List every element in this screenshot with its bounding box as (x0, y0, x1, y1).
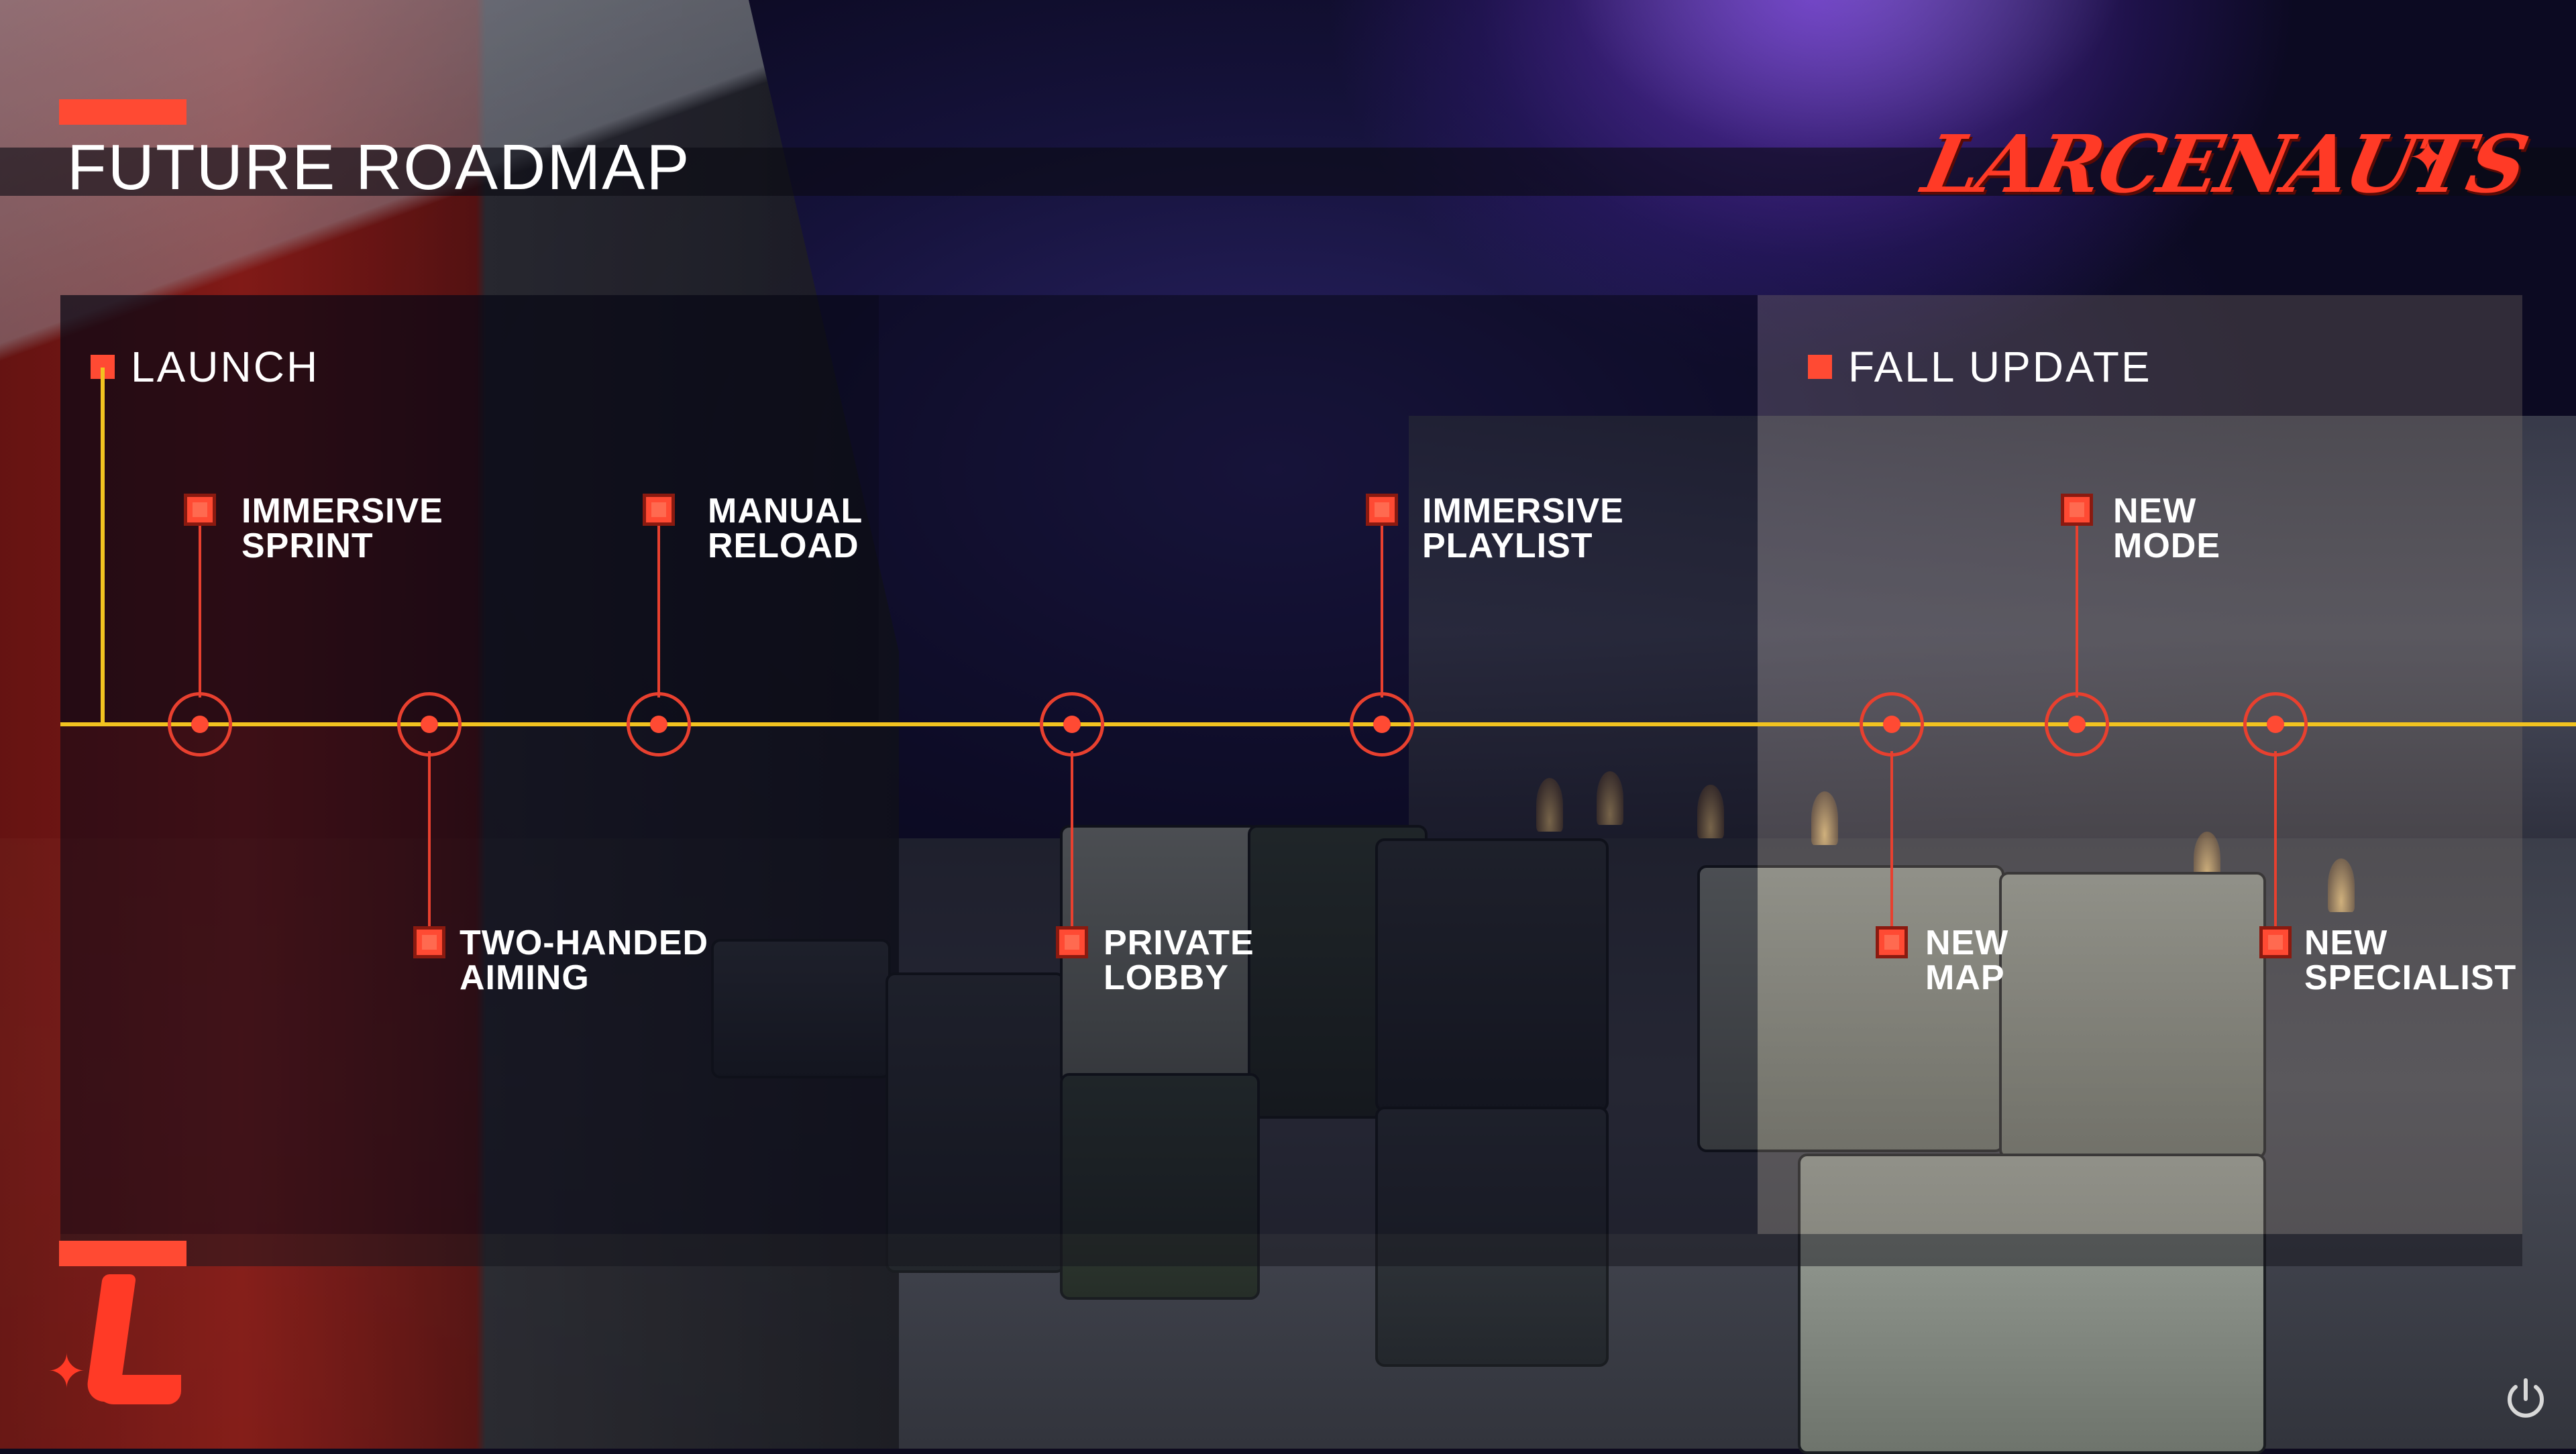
milestone-stem (1890, 751, 1893, 942)
milestone-stem (2274, 751, 2277, 942)
milestone-label: IMMERSIVE SPRINT (241, 492, 443, 565)
lamp-light (2328, 858, 2355, 912)
cargo-crate (1798, 1154, 2266, 1454)
page-title: FUTURE ROADMAP (67, 131, 691, 203)
section-label: FALL UPDATE (1848, 343, 2152, 391)
milestone-marker-icon (643, 494, 675, 526)
section-launch: LAUNCH (91, 342, 319, 392)
timeline-node (1040, 692, 1104, 757)
cargo-crate (1999, 872, 2266, 1159)
larcenauts-logo: LARCENAUTS ✦ (1915, 117, 2533, 211)
timeline-line (60, 722, 2576, 726)
milestone-stem (1071, 751, 1073, 942)
lamp-light (1811, 791, 1838, 845)
milestone-stem (1381, 510, 1383, 697)
milestone-label: IMMERSIVE PLAYLIST (1422, 492, 1624, 565)
milestone-label: PRIVATE LOBBY (1104, 924, 1254, 997)
milestone-label: NEW SPECIALIST (2304, 924, 2517, 997)
milestone-marker-icon (1366, 494, 1398, 526)
fall-update-panel (1758, 295, 2522, 1234)
larcenauts-l-logo-icon: ✦ (47, 1274, 181, 1435)
milestone-marker-icon (1056, 926, 1088, 958)
timeline-node (397, 692, 462, 757)
section-fall-update: FALL UPDATE (1808, 342, 2152, 392)
milestone-label: TWO-HANDED AIMING (460, 924, 709, 997)
section-marker-icon (1808, 355, 1832, 379)
milestone-marker-icon (413, 926, 445, 958)
bottom-bar (60, 1234, 2522, 1266)
timeline-node (2045, 692, 2109, 757)
title-accent-bar (59, 99, 186, 125)
bottom-accent-bar (59, 1241, 186, 1266)
timeline-node (1350, 692, 1414, 757)
power-icon[interactable] (2502, 1375, 2549, 1422)
timeline-node (1860, 692, 1924, 757)
milestone-marker-icon (184, 494, 216, 526)
milestone-stem (199, 510, 201, 697)
milestone-stem (428, 751, 431, 942)
milestone-stem (2076, 510, 2078, 697)
launch-connector-line (101, 368, 105, 724)
milestone-label: NEW MAP (1925, 924, 2009, 997)
milestone-marker-icon (2061, 494, 2093, 526)
milestone-label: MANUAL RELOAD (708, 492, 863, 565)
timeline-node (2243, 692, 2308, 757)
section-label: LAUNCH (131, 343, 320, 391)
four-point-star-icon: ✦ (2408, 131, 2448, 184)
milestone-stem (657, 510, 660, 697)
milestone-marker-icon (1876, 926, 1908, 958)
title-bar (0, 148, 2576, 196)
milestone-label: NEW MODE (2113, 492, 2220, 565)
milestone-marker-icon (2259, 926, 2292, 958)
launch-panel (60, 295, 1758, 1234)
timeline-node (627, 692, 691, 757)
timeline-node (168, 692, 232, 757)
